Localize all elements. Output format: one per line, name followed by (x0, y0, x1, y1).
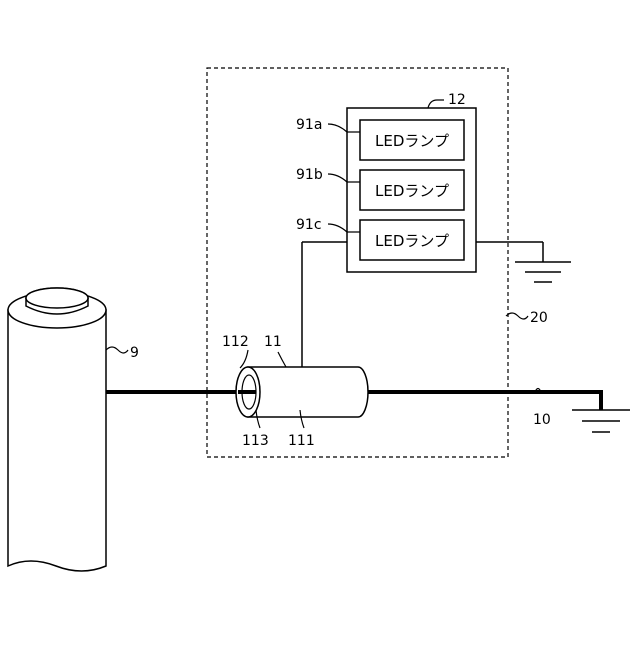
pole (8, 288, 106, 571)
ground-symbol-wire (572, 410, 630, 432)
label-113: 113 (242, 433, 269, 449)
label-91a: 91a (296, 117, 322, 133)
label-unit: 12 (448, 92, 466, 108)
label-112: 112 (222, 334, 249, 350)
label-91c: 91c (296, 217, 322, 233)
led-lamp-b-label: LEDランプ (375, 182, 449, 200)
ground-symbol-unit (515, 262, 571, 282)
led-lamp-a-label: LEDランプ (375, 132, 449, 150)
led-lamp-c-label: LEDランプ (375, 232, 449, 250)
label-91b: 91b (296, 167, 323, 183)
label-box: 20 (530, 310, 548, 326)
label-pole: 9 (130, 345, 139, 361)
label-clamp: 11 (264, 334, 282, 350)
label-111: 111 (288, 433, 315, 449)
clamp-cylinder (236, 367, 368, 417)
label-wire: 10 (533, 412, 551, 428)
